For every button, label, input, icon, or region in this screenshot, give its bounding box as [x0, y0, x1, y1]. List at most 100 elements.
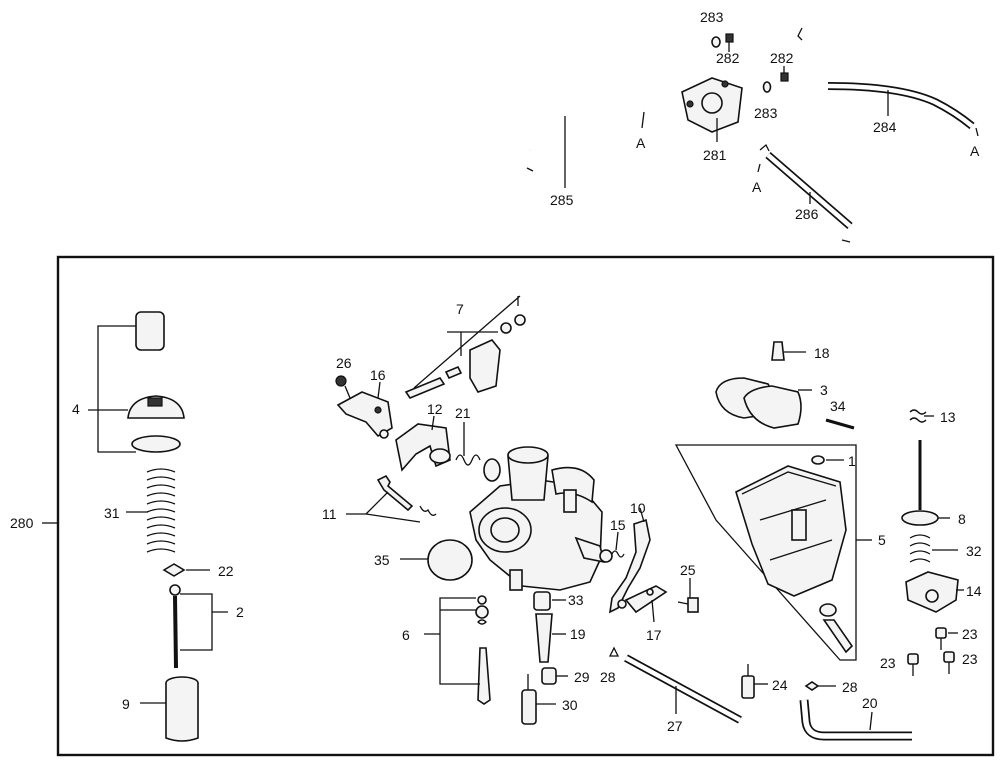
mixing-chamber-top-4 [127, 395, 185, 419]
cover-14 [905, 571, 959, 613]
o-ring-1 [811, 455, 825, 465]
screw-282-mid [780, 66, 789, 82]
float-chamber [735, 465, 847, 597]
clip-top [797, 27, 803, 41]
callout-9: 9 [122, 696, 130, 712]
clip-28-right [804, 681, 820, 691]
callout-11: 11 [322, 506, 337, 522]
callout-15: 15 [610, 517, 626, 533]
callout-2: 2 [236, 604, 244, 620]
choke-lever-12 [395, 423, 451, 472]
fuel-hose-286 [759, 143, 853, 243]
callout-1: 1 [848, 453, 856, 469]
callout-A-2: A [752, 179, 762, 195]
callout-4: 4 [72, 401, 80, 417]
callout-282-top: 282 [716, 50, 740, 66]
overflow-tube-27 [624, 654, 742, 724]
callout-23-b: 23 [880, 655, 896, 671]
float-3 [715, 377, 802, 429]
arrow-A-3 [975, 127, 979, 137]
callout-5: 5 [878, 532, 886, 548]
callout-30: 30 [562, 697, 578, 713]
washer-283-mid [762, 81, 772, 93]
clip-28-left [608, 646, 620, 657]
callout-19: 19 [570, 626, 586, 642]
screw-23-c [943, 651, 955, 674]
callout-31: 31 [104, 505, 120, 521]
holder-29 [541, 667, 557, 685]
screw-282-top [725, 33, 734, 52]
callout-21: 21 [455, 405, 471, 421]
callout-285: 285 [550, 192, 574, 208]
callout-A-3: A [970, 143, 980, 159]
pilot-jet-6 [475, 595, 491, 705]
fuel-hose-285 [526, 105, 623, 188]
fuel-pump [681, 77, 743, 142]
needle-clip-22 [162, 563, 186, 577]
callout-10: 10 [630, 500, 646, 516]
callout-28-left: 28 [600, 669, 616, 685]
bolt-18 [771, 341, 785, 361]
callout-24: 24 [772, 677, 788, 693]
o-ring-35 [427, 539, 473, 581]
throttle-lever-10 [608, 518, 651, 614]
callout-23-a: 23 [962, 626, 978, 642]
pin-34 [825, 418, 855, 430]
callout-282-mid: 282 [770, 50, 794, 66]
callout-33: 33 [568, 592, 584, 608]
drain-screw-30 [521, 674, 537, 725]
callout-283-top: 283 [700, 9, 724, 25]
screw-23-b [907, 653, 919, 676]
diaphragm-8 [901, 440, 939, 526]
throttle-spring-31 [146, 468, 176, 553]
gasket-ring [131, 435, 181, 453]
tube-20 [799, 699, 912, 741]
callout-16: 16 [370, 367, 386, 383]
callout-6: 6 [402, 627, 410, 643]
screw-25 [677, 597, 699, 613]
screw-23-a [935, 627, 947, 650]
spring-32 [909, 534, 931, 563]
callout-32: 32 [966, 543, 982, 559]
main-jet-33 [533, 591, 551, 611]
spring-21 [455, 454, 481, 466]
assembly-frame [56, 255, 995, 757]
callout-34: 34 [830, 398, 846, 414]
callout-22: 22 [218, 563, 234, 579]
throttle-valve-9 [165, 676, 199, 742]
screw-24 [741, 664, 755, 699]
drain-plug [819, 603, 854, 654]
arrow-A-2 [757, 163, 761, 173]
callout-27: 27 [667, 718, 683, 734]
jet-needle-2 [169, 584, 181, 669]
callout-25: 25 [680, 562, 696, 578]
callout-29: 29 [574, 669, 590, 685]
arrow-A-1 [641, 111, 645, 129]
callout-23-c: 23 [962, 651, 978, 667]
cable-bracket-16 [336, 391, 393, 439]
assembly-label-280: 280 [10, 515, 34, 531]
callout-284: 284 [873, 119, 897, 135]
callout-26: 26 [336, 355, 352, 371]
collar [483, 458, 501, 482]
fuel-hose-284 [827, 82, 975, 130]
callout-35: 35 [374, 552, 390, 568]
callout-281: 281 [703, 147, 727, 163]
callout-8: 8 [958, 511, 966, 527]
screw-11 [376, 474, 437, 516]
callout-28-right: 28 [842, 679, 858, 695]
callout-283-mid: 283 [754, 105, 778, 121]
callout-13: 13 [940, 409, 956, 425]
needle-jet-19 [535, 613, 553, 663]
screw-26 [335, 375, 351, 399]
callout-12: 12 [427, 401, 443, 417]
callout-18: 18 [814, 345, 830, 361]
throttle-stop-screw-15 [599, 549, 625, 563]
callout-17: 17 [646, 627, 662, 643]
carburetor-body [469, 446, 606, 591]
callout-286: 286 [795, 206, 819, 222]
callout-3: 3 [820, 382, 828, 398]
callout-A-1: A [636, 135, 646, 151]
bracket-7 [404, 295, 526, 399]
